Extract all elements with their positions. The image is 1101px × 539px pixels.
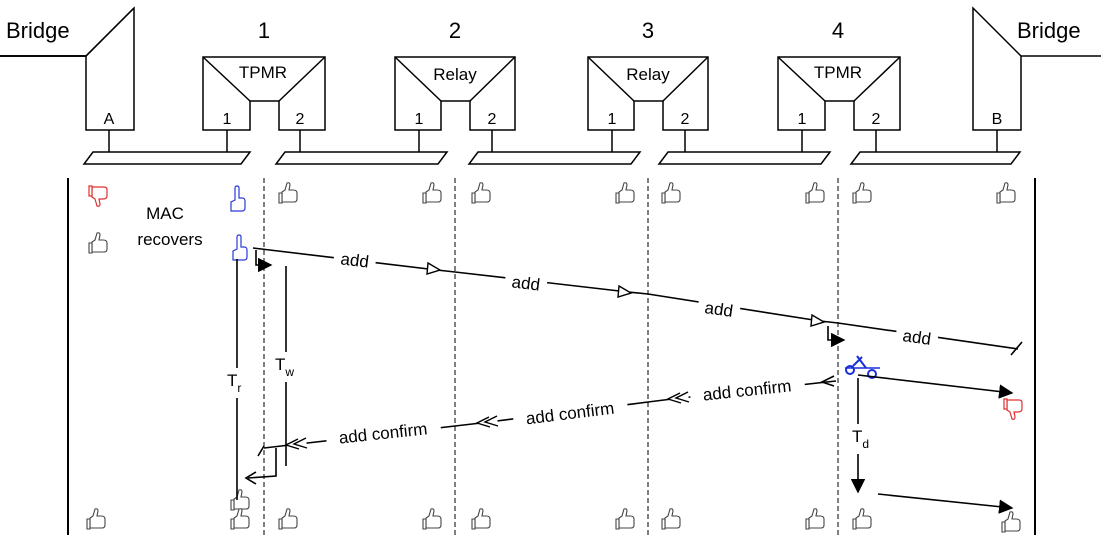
thumb-down-icon (1003, 398, 1023, 420)
relay-2-port-2: 2 (488, 111, 497, 128)
pointing-hand-icon (230, 185, 246, 212)
thumb-up-icon (86, 508, 106, 530)
tpmr-4-port-2: 2 (872, 111, 881, 128)
bridge-b-port-label: B (992, 111, 1003, 128)
thumb-up-icon (615, 508, 635, 530)
add-label: add (511, 272, 541, 294)
thumb-up-icon (422, 182, 442, 204)
tpmr-4-label: TPMR (814, 63, 862, 82)
tpmr-1-port-2: 2 (296, 111, 305, 128)
timelines (67, 178, 1036, 535)
tpmr-1-port-1: 1 (223, 111, 232, 128)
tpmr-1-label: TPMR (239, 63, 287, 82)
add-label: add (703, 298, 734, 321)
thumb-up-icon (278, 182, 298, 204)
add-confirm-label: add confirm (525, 399, 615, 429)
thumb-up-icon (278, 508, 298, 530)
mac-recovers-line2: recovers (137, 230, 202, 249)
device-number-3: 3 (642, 18, 654, 43)
thumb-up-icon (852, 182, 872, 204)
thumb-up-icon (661, 508, 681, 530)
add-arrowhead (810, 313, 826, 327)
tpmr-device-4 (777, 56, 901, 131)
tw-label: Tw (275, 355, 294, 379)
lan-segment-5 (849, 151, 1022, 165)
scissors-icon (845, 355, 880, 379)
td-label: Td (852, 427, 869, 451)
relay-3-port-1: 1 (608, 111, 617, 128)
mac-recovers-line1: MAC (146, 204, 184, 223)
thumb-up-icon (471, 182, 491, 204)
add-confirm-label: add confirm (702, 376, 792, 404)
bridge-b-device (972, 6, 1101, 131)
thumb-up-icon (230, 508, 250, 530)
device-number-1: 1 (258, 18, 270, 43)
lan-segment-1 (82, 151, 252, 165)
add-label: add (901, 326, 932, 349)
thumb-up-icon (996, 182, 1016, 204)
thumb-up-icon (615, 182, 635, 204)
thumb-up-icon (422, 508, 442, 530)
tr-label: Tr (227, 371, 241, 395)
tpmr-4-port-1: 1 (798, 111, 807, 128)
relay-2-label: Relay (433, 65, 477, 84)
thumb-up-icon (230, 489, 250, 511)
add-confirm-label: add confirm (338, 419, 428, 447)
relay-3-port-2: 2 (681, 111, 690, 128)
thumb-up-icon (661, 182, 681, 204)
thumb-up-icon (88, 232, 108, 254)
add-arrowhead (617, 284, 633, 298)
thumb-up-icon (805, 182, 825, 204)
thumb-up-icon (1001, 511, 1021, 533)
relay-2-port-1: 1 (415, 111, 424, 128)
relay-3-label: Relay (626, 65, 670, 84)
lan-segment-4 (657, 151, 832, 165)
relay-device-3 (587, 56, 709, 131)
bridge-left-label: Bridge (6, 18, 70, 43)
tpmr-device-1 (202, 56, 326, 131)
lan-segment-2 (274, 151, 449, 165)
bridge-right-label: Bridge (1017, 18, 1081, 43)
add-arrowhead (426, 261, 442, 275)
device-number-4: 4 (832, 18, 844, 43)
thumb-up-icon (471, 508, 491, 530)
pointing-hand-icon (232, 234, 248, 261)
device-number-2: 2 (449, 18, 461, 43)
add-label: add (339, 249, 369, 271)
thumb-up-icon (805, 508, 825, 530)
thumb-down-icon (88, 185, 108, 207)
relay-device-2 (394, 56, 516, 131)
bridge-a-port-label: A (104, 111, 115, 128)
lan-segments (82, 151, 1022, 165)
thumb-up-icon (852, 508, 872, 530)
lan-segment-3 (467, 151, 642, 165)
